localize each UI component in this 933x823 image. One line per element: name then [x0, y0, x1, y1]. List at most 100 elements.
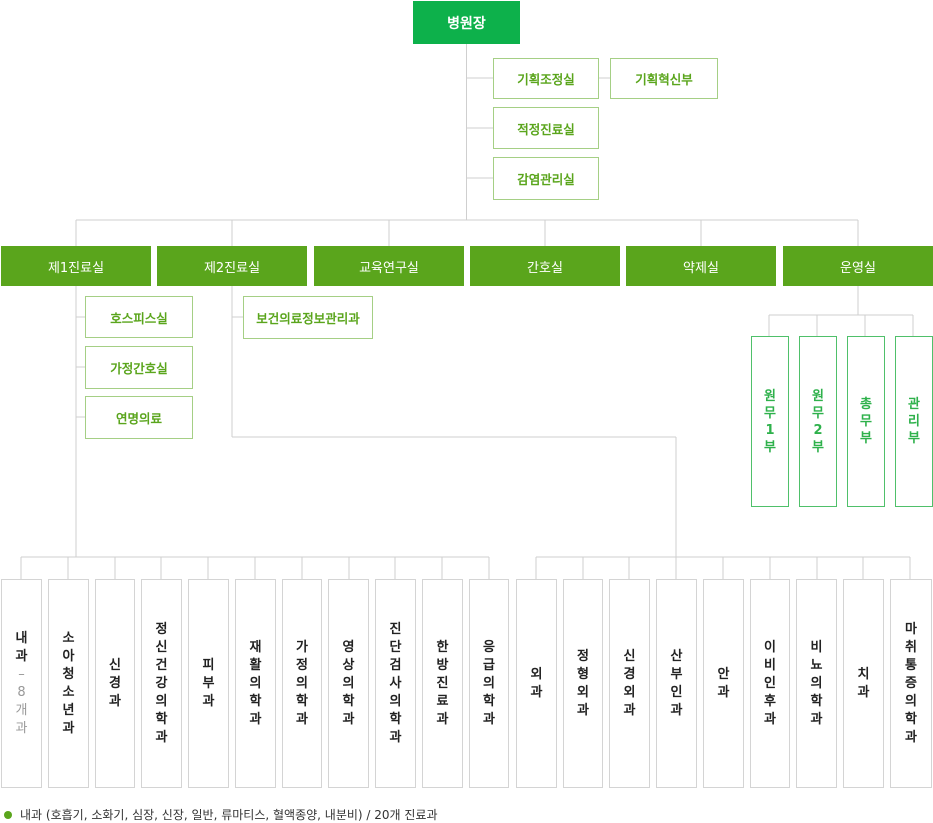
hospital-director-node: 병원장: [413, 1, 520, 44]
life-sustaining-node: 연명의료: [85, 396, 193, 439]
char: 부: [908, 431, 920, 446]
char: 재: [249, 639, 262, 655]
char: 과: [62, 720, 75, 736]
char: 과: [249, 711, 262, 727]
char: 방: [436, 657, 449, 673]
char: 정: [296, 657, 308, 673]
char: 비: [810, 639, 823, 655]
division-node-3: 교육연구실: [314, 246, 464, 286]
char: 학: [905, 711, 917, 727]
char: 신: [109, 657, 121, 673]
char: 학: [810, 693, 823, 709]
hospice-node: 호스피스실: [85, 296, 193, 338]
char: 취: [905, 639, 917, 655]
division-node-2: 제2진료실: [157, 246, 307, 286]
char: 피: [202, 657, 215, 673]
char: 과: [296, 711, 308, 727]
char: 소: [62, 684, 75, 700]
char: 료: [436, 693, 449, 709]
char: 아: [62, 648, 75, 664]
division-node-6: 운영실: [783, 246, 933, 286]
planning-coordination-node: 기획조정실: [493, 58, 599, 99]
char: 신: [155, 639, 168, 655]
char: 년: [62, 702, 75, 718]
char: 의: [810, 675, 823, 691]
char: 부: [812, 439, 824, 455]
char: 과: [483, 711, 495, 727]
legend: 내과 (호흡기, 소화기, 심장, 신장, 일반, 류마티스, 혈액종양, 내분…: [4, 806, 438, 823]
char: 증: [905, 675, 917, 691]
char: 뇨: [810, 657, 823, 673]
char: 이: [764, 639, 776, 655]
char: 급: [483, 657, 495, 673]
char: 1: [765, 422, 775, 438]
char: 건: [155, 657, 168, 673]
char: 2: [813, 422, 823, 438]
division-node-5: 약제실: [626, 246, 776, 286]
char: 비: [764, 657, 776, 673]
char: 청: [62, 666, 75, 682]
char: 8: [17, 684, 26, 700]
char: 정: [155, 621, 168, 637]
char: 치: [857, 666, 870, 682]
char: 상: [342, 657, 355, 673]
char: 내: [15, 630, 28, 646]
char: 총: [860, 397, 872, 412]
char: 과: [717, 684, 730, 700]
char: 외: [577, 684, 589, 700]
char: 부: [670, 666, 683, 682]
health-info-node: 보건의료정보관리과: [243, 296, 373, 339]
char: 학: [155, 711, 168, 727]
char: 과: [623, 702, 636, 718]
char: 강: [155, 675, 168, 691]
char: 의: [389, 693, 402, 709]
char: 경: [109, 675, 121, 691]
legend-text: 내과 (호흡기, 소화기, 심장, 신장, 일반, 류마티스, 혈액종양, 내분…: [20, 808, 438, 822]
char: 원: [812, 388, 824, 404]
home-nursing-node: 가정간호실: [85, 346, 193, 389]
char: 진: [436, 675, 449, 691]
char: 의: [155, 693, 168, 709]
char: 과: [109, 693, 121, 709]
char: 부: [202, 675, 215, 691]
char: 원: [764, 388, 776, 404]
char: 과: [15, 720, 28, 736]
char: 의: [483, 675, 495, 691]
char: 과: [436, 711, 449, 727]
char: 개: [15, 702, 28, 718]
char: 과: [15, 648, 28, 664]
char: 무: [764, 405, 776, 421]
char: 사: [389, 675, 402, 691]
char: 부: [860, 431, 872, 446]
char: 인: [764, 675, 776, 691]
char: 통: [905, 657, 917, 673]
char: 학: [249, 693, 262, 709]
char: 정: [577, 648, 589, 664]
char: 부: [764, 439, 776, 455]
char: 과: [670, 702, 683, 718]
char: 진: [389, 621, 402, 637]
char: 검: [389, 657, 402, 673]
char: 한: [436, 639, 449, 655]
char: 신: [623, 648, 636, 664]
char: 과: [857, 684, 870, 700]
